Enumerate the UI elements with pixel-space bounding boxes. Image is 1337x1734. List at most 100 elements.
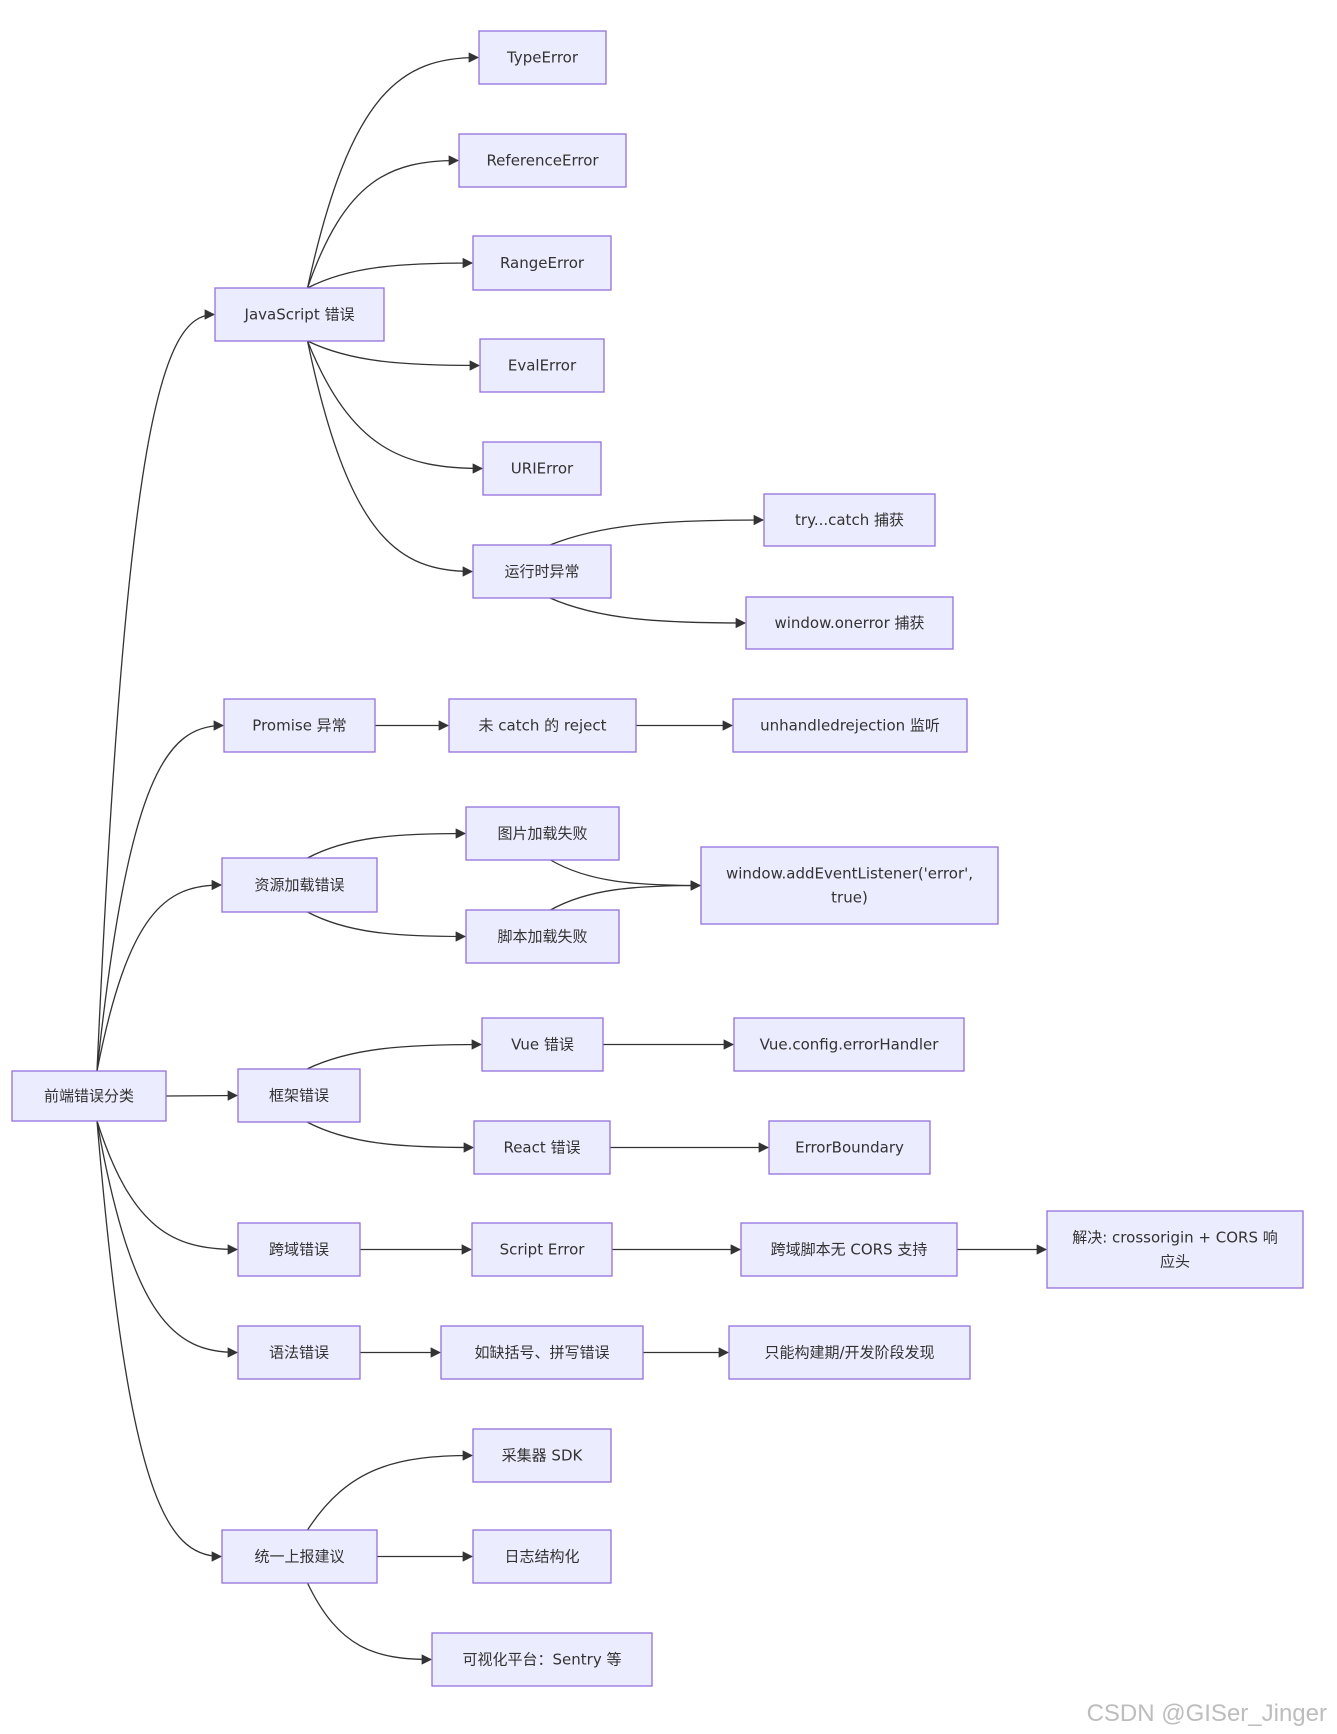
node-unhandled: unhandledrejection 监听 (732, 698, 968, 753)
node-box (221, 1529, 378, 1584)
node-label: React 错误 (503, 1139, 580, 1157)
node-build-time: 只能构建期/开发阶段发现 (728, 1325, 971, 1380)
edge-script_fail-to-add_listener (550, 880, 702, 911)
node-label: 统一上报建议 (254, 1548, 344, 1566)
node-box (448, 698, 637, 753)
node-uri-error: URIError (482, 441, 602, 496)
node-cross-origin: 跨域错误 (237, 1222, 361, 1277)
node-label: window.onerror 捕获 (774, 614, 924, 632)
node-label: window.addEventListener('error', (726, 865, 973, 883)
node-sentry: 可视化平台：Sentry 等 (431, 1632, 653, 1687)
node-add-listener: window.addEventListener('error', true) (700, 846, 999, 925)
node-error-boundary: ErrorBoundary (768, 1120, 931, 1175)
node-report: 统一上报建议 (221, 1529, 378, 1584)
node-label: 前端错误分类 (44, 1087, 134, 1105)
edge-js-to-runtime (306, 340, 474, 577)
node-vue-handler: Vue.config.errorHandler (733, 1017, 965, 1072)
node-label: Vue.config.errorHandler (760, 1036, 940, 1054)
node-box (431, 1632, 653, 1687)
node-box (11, 1070, 167, 1122)
node-box (465, 909, 620, 964)
node-vue-error: Vue 错误 (481, 1017, 604, 1072)
node-box (479, 338, 605, 393)
node-try-catch: try...catch 捕获 (763, 493, 936, 547)
node-eval-error: EvalError (479, 338, 605, 393)
edge-runtime-to-onerror (549, 597, 747, 629)
node-uncaught-reject: 未 catch 的 reject (448, 698, 637, 753)
node-script-error: Script Error (471, 1222, 613, 1277)
node-resource: 资源加载错误 (221, 857, 378, 913)
node-box (237, 1068, 361, 1123)
edge-root-to-promise (96, 720, 225, 1072)
node-label: 图片加载失败 (497, 825, 587, 843)
node-js: JavaScript 错误 (214, 287, 385, 342)
edge-resource-to-script_fail (307, 911, 467, 942)
node-box (478, 30, 607, 85)
node-box (221, 857, 378, 913)
node-label: ErrorBoundary (795, 1139, 904, 1157)
node-box (472, 1428, 612, 1483)
node-script-fail: 脚本加载失败 (465, 909, 620, 964)
node-box (700, 846, 999, 925)
node-box (458, 133, 627, 188)
node-box (472, 1529, 612, 1584)
edge-root-to-syntax (96, 1120, 239, 1358)
node-label: 采集器 SDK (502, 1447, 584, 1465)
node-no-cors: 跨域脚本无 CORS 支持 (740, 1222, 958, 1277)
node-box (482, 441, 602, 496)
node-label: 如缺括号、拼写错误 (474, 1344, 609, 1362)
node-label: Promise 异常 (252, 717, 346, 735)
node-label: 语法错误 (269, 1344, 329, 1362)
node-box (223, 698, 376, 753)
node-label: unhandledrejection 监听 (760, 717, 940, 735)
edge-js-to-range_error (307, 257, 474, 289)
node-label: Script Error (500, 1241, 586, 1259)
node-box (237, 1222, 361, 1277)
node-label: 脚本加载失败 (497, 928, 587, 946)
node-box (768, 1120, 931, 1175)
node-onerror: window.onerror 捕获 (745, 596, 954, 650)
node-type-error: TypeError (478, 30, 607, 85)
node-label: ReferenceError (486, 152, 599, 170)
node-box (472, 544, 612, 599)
node-box (214, 287, 385, 342)
node-label: 应头 (1160, 1253, 1190, 1271)
edge-report-to-sentry (306, 1582, 433, 1665)
node-box (237, 1325, 361, 1380)
edge-root-to-js (96, 309, 216, 1072)
node-label: 未 catch 的 reject (479, 717, 607, 735)
node-label: true) (831, 889, 868, 907)
nodes-layer: 前端错误分类 JavaScript 错误 TypeErrorReferenceErr… (11, 30, 1304, 1687)
edge-root-to-report (96, 1120, 223, 1562)
edge-root-to-framework (165, 1090, 239, 1101)
node-label: try...catch 捕获 (795, 511, 904, 529)
node-reference-error: ReferenceError (458, 133, 627, 188)
node-box (481, 1017, 604, 1072)
node-missing-bracket: 如缺括号、拼写错误 (440, 1325, 644, 1380)
node-label: 框架错误 (269, 1087, 329, 1105)
node-label: 跨域脚本无 CORS 支持 (771, 1241, 928, 1259)
watermark: CSDN @GISer_Jinger (1086, 1700, 1327, 1727)
edge-js-to-reference_error (306, 155, 460, 289)
node-label: 资源加载错误 (254, 876, 344, 894)
node-label: TypeError (506, 49, 579, 67)
edge-root-to-cross_origin (96, 1120, 239, 1255)
node-box (733, 1017, 965, 1072)
node-box (732, 698, 968, 753)
node-box (471, 1222, 613, 1277)
edge-root-to-resource (96, 879, 223, 1072)
node-label: 可视化平台：Sentry 等 (463, 1651, 622, 1669)
edges-layer (96, 52, 1048, 1665)
node-box (728, 1325, 971, 1380)
edge-img_fail-to-add_listener (550, 859, 702, 891)
edge-js-to-type_error (306, 52, 480, 289)
node-promise: Promise 异常 (223, 698, 376, 753)
node-label: RangeError (500, 254, 585, 272)
node-label: URIError (511, 460, 574, 478)
node-box (472, 235, 612, 291)
node-box (1046, 1210, 1304, 1289)
edge-resource-to-img_fail (307, 828, 467, 859)
edge-framework-to-vue_error (306, 1039, 483, 1070)
node-box (473, 1120, 611, 1175)
node-cors-fix: 解决: crossorigin + CORS 响应头 (1046, 1210, 1304, 1289)
